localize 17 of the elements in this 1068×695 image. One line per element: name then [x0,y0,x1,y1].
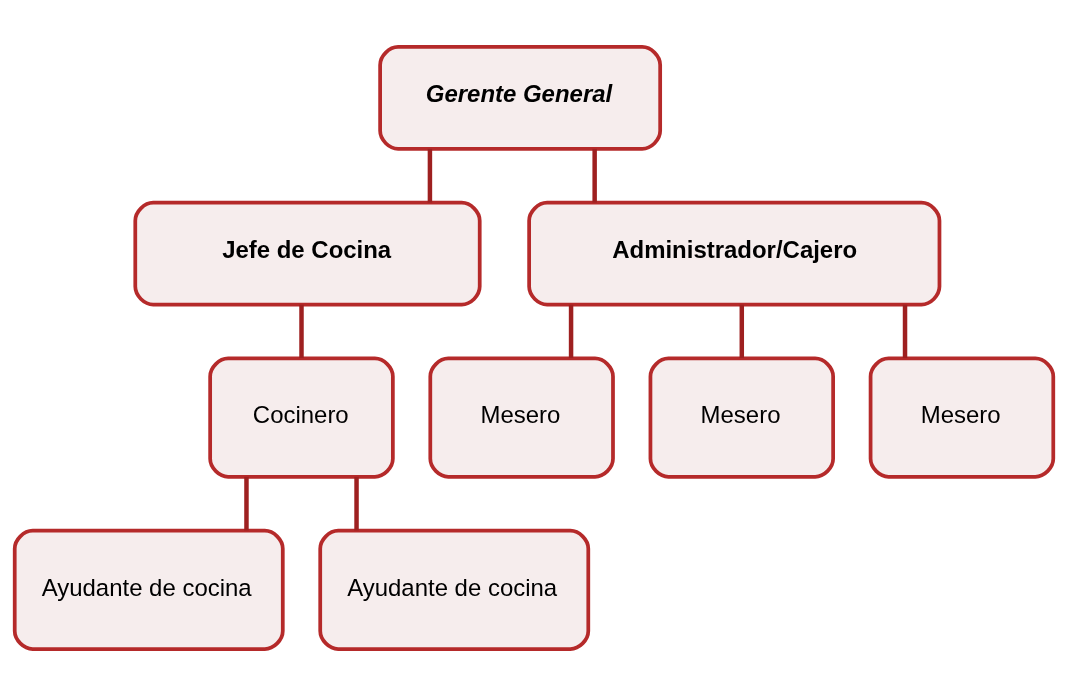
connector [427,148,433,203]
connector [902,304,908,358]
node-box: Jefe de Cocina [133,200,482,306]
node-box: Cocinero [208,356,395,479]
node-box: Mesero [648,356,835,479]
node-box: Ayudante de cocina [12,528,285,651]
node-box: Ayudante de cocina [318,528,591,651]
node-box: Mesero [868,356,1056,479]
node-box: Administrador/Cajero [527,200,942,306]
node-box: Gerente General [378,44,663,151]
connector [592,148,597,203]
connector [299,304,304,358]
connector [354,476,359,530]
connector [739,304,745,358]
connector [244,476,249,530]
node-box: Mesero [428,356,615,479]
connector [568,304,574,358]
